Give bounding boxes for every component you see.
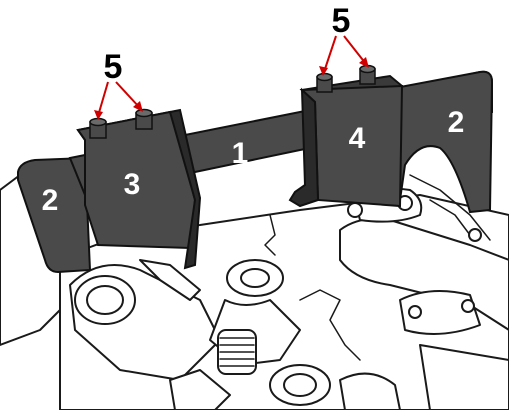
label-end-plate-left: 2 [42,184,59,217]
leader-left-pin-a [97,81,109,117]
camshaft-locking-tool [17,64,494,274]
leader-left-pin-b [115,81,141,109]
valve-spring [217,329,257,375]
engine-head-illustration [0,174,509,410]
locking-block-4 [288,74,405,208]
label-pins-right: 5 [332,2,351,40]
callout-arrowheads [94,57,369,120]
bracket-detail [409,174,491,241]
label-pins-left: 5 [104,48,123,86]
leader-right-pin-a [323,35,337,73]
part-labels: 1 2 2 3 4 5 5 [42,2,465,217]
arrowhead [133,101,143,112]
intake-camshaft [69,259,221,381]
leader-right-pin-b [343,35,367,65]
bolt-detail [468,228,482,242]
dowel-pins-block-4 [316,64,376,93]
dowel-pins-block-3 [89,108,153,139]
dowel-pin [89,117,107,139]
label-tool-bar: 1 [232,137,249,170]
end-plate-left [17,156,92,274]
end-plate-right [393,70,494,214]
arrowhead [94,110,103,120]
label-block-intake: 3 [124,168,141,201]
locking-block-3 [76,108,202,270]
arrowhead [319,66,328,76]
exhaust-camshaft [339,187,509,410]
arrowhead [359,57,369,68]
label-block-exhaust: 4 [349,122,366,155]
dowel-pin [359,64,376,85]
label-end-plate-right: 2 [448,106,465,139]
callout-leaders [97,35,367,117]
harness-detail [264,214,361,361]
dowel-pin [135,108,153,130]
lower-bores [169,364,401,410]
dowel-pin [316,72,333,93]
